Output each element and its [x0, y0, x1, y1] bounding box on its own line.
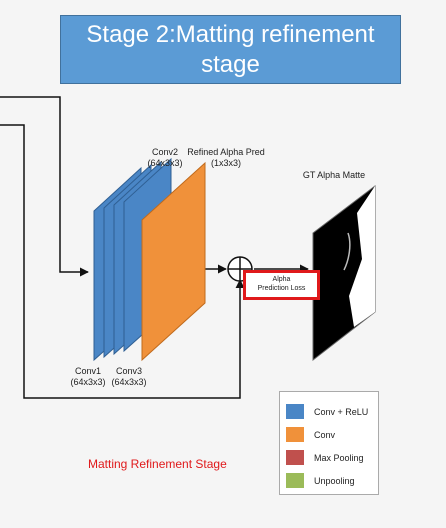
input-connector-mid [0, 124, 245, 399]
legend-swatch [286, 404, 304, 419]
legend-item-conv: Conv [286, 423, 372, 446]
stage-caption: Matting Refinement Stage [88, 457, 227, 471]
refined-alpha-layer [141, 161, 206, 362]
alpha-prediction-loss: Alpha Prediction Loss [243, 270, 320, 300]
input-connector-top [0, 96, 89, 277]
legend: Conv + ReLU Conv Max Pooling Unpooling [279, 391, 379, 495]
gt-alpha-label: GT Alpha Matte [302, 170, 366, 180]
legend-label: Unpooling [314, 475, 355, 486]
legend-item-conv-relu: Conv + ReLU [286, 400, 372, 423]
gt-alpha-matte-image [312, 184, 376, 362]
legend-item-max-pooling: Max Pooling [286, 446, 372, 469]
legend-swatch [286, 427, 304, 442]
conv2-label: Conv2 (64x3x3) [147, 147, 183, 168]
legend-label: Conv + ReLU [314, 406, 369, 417]
legend-label: Conv [314, 429, 336, 440]
legend-swatch [286, 473, 304, 488]
legend-item-unpooling: Unpooling [286, 469, 372, 492]
conv3-label: Conv3 (64x3x3) [111, 366, 147, 387]
refined-alpha-label: Refined Alpha Pred (1x3x3) [187, 147, 265, 168]
legend-label: Max Pooling [314, 452, 364, 463]
stage-title: Stage 2:Matting refinement stage [60, 15, 401, 84]
legend-swatch [286, 450, 304, 465]
conv1-label: Conv1 (64x3x3) [70, 366, 106, 387]
